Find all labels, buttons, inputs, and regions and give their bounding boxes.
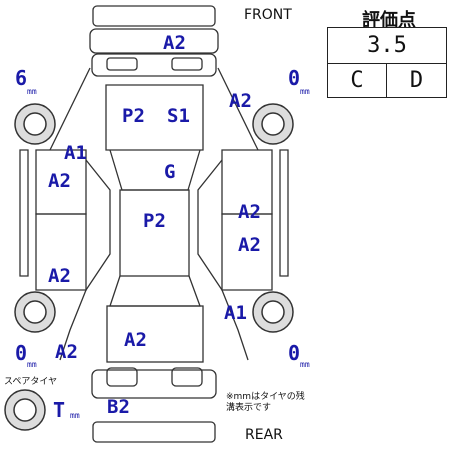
- roof: [119, 189, 190, 277]
- damage-rear-bumper: B2: [107, 396, 130, 418]
- damage-rear-left-door: A2: [48, 265, 71, 287]
- front-right-tire: [252, 103, 294, 145]
- front-grille: [92, 5, 216, 27]
- damage-hood-right: S1: [167, 105, 190, 127]
- front-fascia: [91, 53, 217, 77]
- interior-grade: C: [328, 63, 387, 97]
- spare-unit: mm: [70, 411, 80, 420]
- rear-right-tread: 0: [288, 341, 301, 365]
- damage-front-left-door: A2: [48, 170, 71, 192]
- front-left-unit: mm: [27, 87, 37, 96]
- rating-title: 評価点: [362, 10, 416, 31]
- left-pillar: [85, 159, 111, 291]
- hood: [105, 84, 204, 151]
- rating-score: 3.5: [328, 28, 446, 64]
- damage-rear-right-quarter: A1: [224, 302, 247, 324]
- damage-rear-right-door: A2: [238, 234, 261, 256]
- right-rear-door: [221, 213, 273, 291]
- front-left-tire: [14, 103, 56, 145]
- damage-windshield: G: [164, 161, 176, 183]
- front-left-lamp: [106, 57, 138, 71]
- spare-tire: [4, 389, 46, 431]
- damage-front-right-door: A2: [238, 201, 261, 223]
- damage-trunk: A2: [124, 329, 147, 351]
- rear-window: [109, 275, 201, 307]
- front-bumper: [89, 28, 219, 54]
- damage-rear-left-quarter: A2: [55, 341, 78, 363]
- right-front-fender-line: [217, 67, 259, 151]
- damage-front-bumper: A2: [163, 32, 186, 54]
- rear-left-tread: 0: [15, 341, 28, 365]
- front-label: FRONT: [244, 7, 292, 23]
- rear-bumper: [92, 421, 216, 443]
- rear-left-tire: [14, 291, 56, 333]
- damage-front-left-fender: A1: [64, 142, 87, 164]
- front-right-tread: 0: [288, 66, 301, 90]
- rear-left-unit: mm: [27, 360, 37, 369]
- windshield: [109, 149, 201, 191]
- left-side-sill: [19, 149, 29, 277]
- spare-tread: T: [53, 398, 66, 422]
- right-pillar: [197, 159, 223, 291]
- right-side-sill: [279, 149, 289, 277]
- spare-tire-label: スペアタイヤ: [4, 377, 58, 387]
- rear-left-lamp: [106, 367, 138, 387]
- left-front-fender-line: [49, 67, 91, 151]
- tread-note: ※mmはタイヤの残溝表示です: [226, 392, 305, 413]
- front-left-tread: 6: [15, 66, 28, 90]
- rating-box: 3.5 C D: [327, 27, 447, 98]
- front-right-lamp: [171, 57, 203, 71]
- damage-roof: P2: [143, 210, 166, 232]
- trunk: [106, 305, 204, 363]
- rear-right-tire: [252, 291, 294, 333]
- right-quarter-line: [221, 289, 249, 361]
- rear-right-unit: mm: [300, 360, 310, 369]
- damage-hood: P2: [122, 105, 145, 127]
- front-right-unit: mm: [300, 87, 310, 96]
- left-quarter-line: [59, 289, 87, 361]
- damage-front-right-fender: A2: [229, 90, 252, 112]
- exterior-grade: D: [409, 67, 424, 93]
- rear-fascia: [91, 369, 217, 399]
- rear-right-lamp: [171, 367, 203, 387]
- rear-label: REAR: [245, 427, 283, 443]
